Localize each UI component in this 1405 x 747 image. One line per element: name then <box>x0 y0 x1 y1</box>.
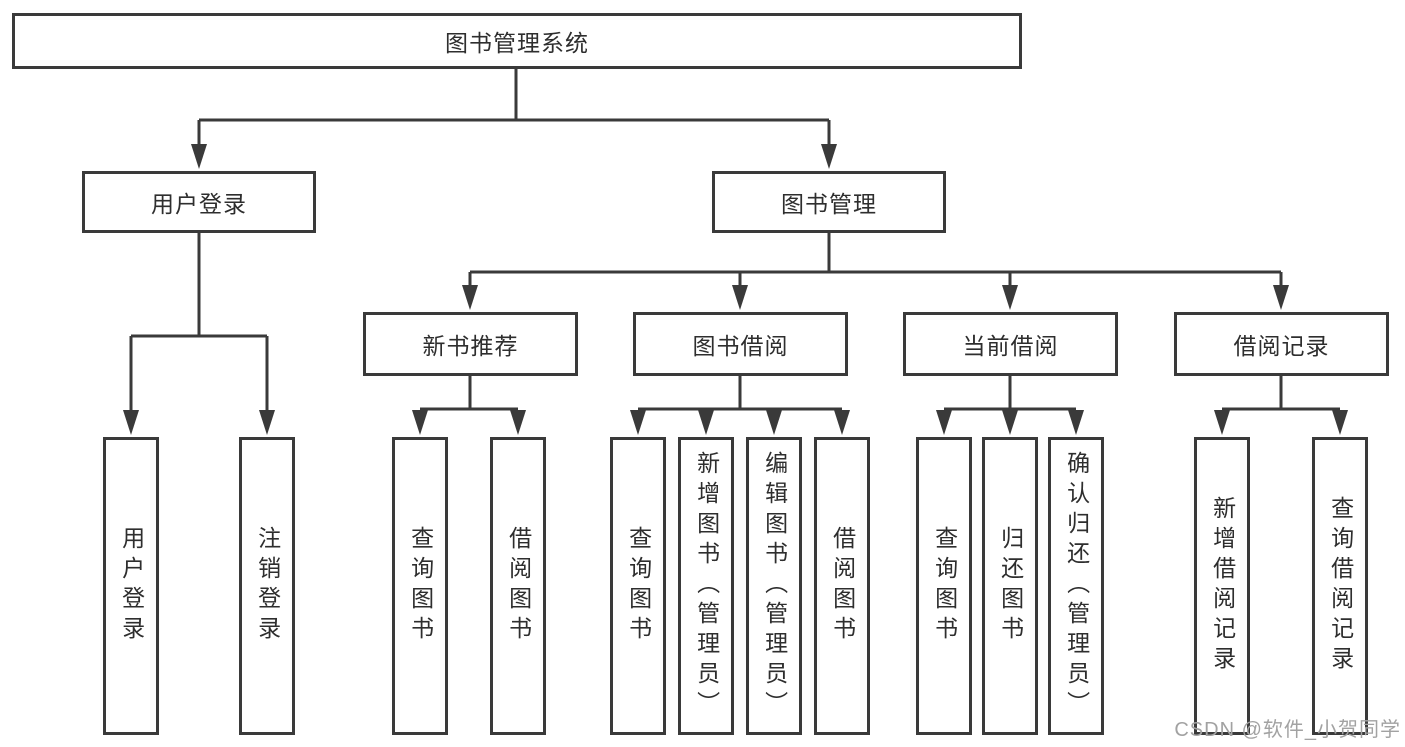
node-book-management-label: 图书管理 <box>781 191 877 217</box>
node-leaf-borrowing-query-books-label: 查询图书 <box>625 526 652 646</box>
node-leaf-logout-label: 注销登录 <box>254 526 281 646</box>
node-leaf-borrowing-query-books: 查询图书 <box>610 437 666 735</box>
node-borrowing-records: 借阅记录 <box>1174 312 1389 376</box>
node-leaf-query-borrow-record: 查询借阅记录 <box>1312 437 1368 735</box>
node-leaf-confirm-return-admin-label: 确认归还（管理员） <box>1063 451 1090 721</box>
node-current-borrowing: 当前借阅 <box>903 312 1118 376</box>
node-leaf-current-query-books-label: 查询图书 <box>931 526 958 646</box>
node-leaf-borrowing-borrow-books-label: 借阅图书 <box>829 526 856 646</box>
node-user-login-label: 用户登录 <box>151 191 247 217</box>
node-leaf-query-borrow-record-label: 查询借阅记录 <box>1327 496 1354 676</box>
node-leaf-recommend-query-books-label: 查询图书 <box>407 526 434 646</box>
arrowheads <box>123 144 1348 435</box>
node-new-book-recommendation-label: 新书推荐 <box>422 333 519 359</box>
node-user-login: 用户登录 <box>82 171 316 233</box>
node-leaf-edit-books-admin: 编辑图书（管理员） <box>746 437 802 735</box>
node-leaf-current-query-books: 查询图书 <box>916 437 972 735</box>
node-leaf-return-books-label: 归还图书 <box>997 526 1024 646</box>
node-leaf-recommend-borrow-books-label: 借阅图书 <box>505 526 532 646</box>
node-current-borrowing-label: 当前借阅 <box>962 333 1059 359</box>
node-leaf-edit-books-admin-label: 编辑图书（管理员） <box>761 451 788 721</box>
node-leaf-add-books-admin-label: 新增图书（管理员） <box>693 451 720 721</box>
node-leaf-borrowing-borrow-books: 借阅图书 <box>814 437 870 735</box>
node-leaf-return-books: 归还图书 <box>982 437 1038 735</box>
node-leaf-recommend-query-books: 查询图书 <box>392 437 448 735</box>
node-leaf-user-login-label: 用户登录 <box>118 526 145 646</box>
node-borrowing-records-label: 借阅记录 <box>1233 333 1330 359</box>
node-root-label: 图书管理系统 <box>445 30 589 56</box>
node-leaf-confirm-return-admin: 确认归还（管理员） <box>1048 437 1104 735</box>
node-book-management: 图书管理 <box>712 171 946 233</box>
node-leaf-user-login: 用户登录 <box>103 437 159 735</box>
node-leaf-add-borrow-record-label: 新增借阅记录 <box>1209 496 1236 676</box>
connector-edges <box>129 68 1340 413</box>
node-book-borrowing: 图书借阅 <box>633 312 848 376</box>
csdn-watermark: CSDN @软件_小贺同学 <box>1174 719 1401 741</box>
node-new-book-recommendation: 新书推荐 <box>363 312 578 376</box>
node-leaf-recommend-borrow-books: 借阅图书 <box>490 437 546 735</box>
node-book-borrowing-label: 图书借阅 <box>692 333 789 359</box>
node-leaf-logout: 注销登录 <box>239 437 295 735</box>
node-leaf-add-borrow-record: 新增借阅记录 <box>1194 437 1250 735</box>
node-leaf-add-books-admin: 新增图书（管理员） <box>678 437 734 735</box>
node-root: 图书管理系统 <box>12 13 1022 69</box>
